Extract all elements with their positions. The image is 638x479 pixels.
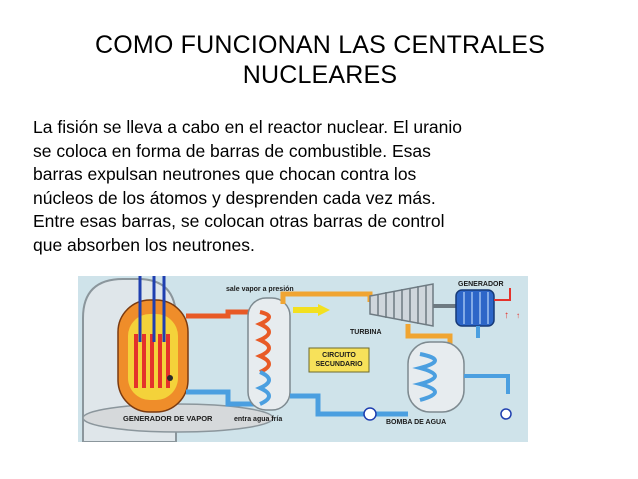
control-rods bbox=[138, 276, 166, 342]
power-line bbox=[494, 288, 511, 301]
steam-generator-label: GENERADOR DE VAPOR bbox=[123, 414, 213, 423]
steam-out-label: sale vapor a presión bbox=[226, 286, 294, 293]
body-line: núcleos de los átomos y desprenden cada … bbox=[33, 187, 436, 208]
turbine-label: TURBINA bbox=[350, 329, 382, 336]
cooling-pump bbox=[500, 408, 512, 420]
secondary-circuit-label-1: CIRCUITO bbox=[322, 352, 356, 359]
cooling-water-pipe bbox=[464, 374, 510, 394]
steam-generator-coil-cold bbox=[255, 370, 271, 406]
cold-water-label: entra agua fría bbox=[234, 416, 282, 423]
exhaust-pipe bbox=[405, 324, 453, 348]
title-line-1: COMO FUNCIONAN LAS CENTRALES bbox=[94, 31, 546, 59]
nuclear-plant-diagram: ↑ ↑ CIRCUITO SECUNDARIO sale vapor a pre… bbox=[78, 276, 528, 442]
neutron-dot bbox=[167, 375, 173, 381]
generator-ribs bbox=[463, 292, 489, 324]
steam-generator-vessel bbox=[247, 297, 291, 411]
body-line: Entre esas barras, se colocan otras barr… bbox=[33, 211, 445, 231]
body-line: La fisión se lleva a cabo en el reactor … bbox=[33, 117, 463, 137]
secondary-circuit-box bbox=[308, 347, 370, 373]
turbine bbox=[369, 283, 434, 327]
condenser-coil bbox=[412, 352, 437, 402]
cold-return-pipe bbox=[186, 389, 260, 407]
feedwater-pipe bbox=[290, 393, 408, 417]
generator-label: GENERADOR bbox=[458, 281, 504, 288]
secondary-circuit-label-2: SECUNDARIO bbox=[315, 361, 363, 368]
power-symbol-2: ↑ bbox=[516, 311, 520, 320]
hot-pipe bbox=[186, 309, 260, 319]
steam-arrow-head bbox=[318, 304, 330, 316]
steam-generator-coil-hot bbox=[255, 310, 271, 374]
title-line-2: NUCLEARES bbox=[242, 61, 398, 89]
page-title: COMO FUNCIONAN LAS CENTRALES NUCLEARES bbox=[40, 30, 600, 90]
body-line: barras expulsan neutrones que chocan con… bbox=[33, 164, 417, 184]
body-line: que absorben los neutrones. bbox=[33, 234, 255, 255]
water-pump bbox=[363, 407, 377, 421]
water-pump-label: BOMBA DE AGUA bbox=[386, 419, 446, 426]
body-text: La fisión se lleva a cabo en el reactor … bbox=[33, 116, 613, 257]
body-line: se coloca en forma de barras de combusti… bbox=[33, 140, 431, 161]
power-symbol: ↑ bbox=[504, 310, 509, 321]
generator bbox=[455, 289, 495, 327]
